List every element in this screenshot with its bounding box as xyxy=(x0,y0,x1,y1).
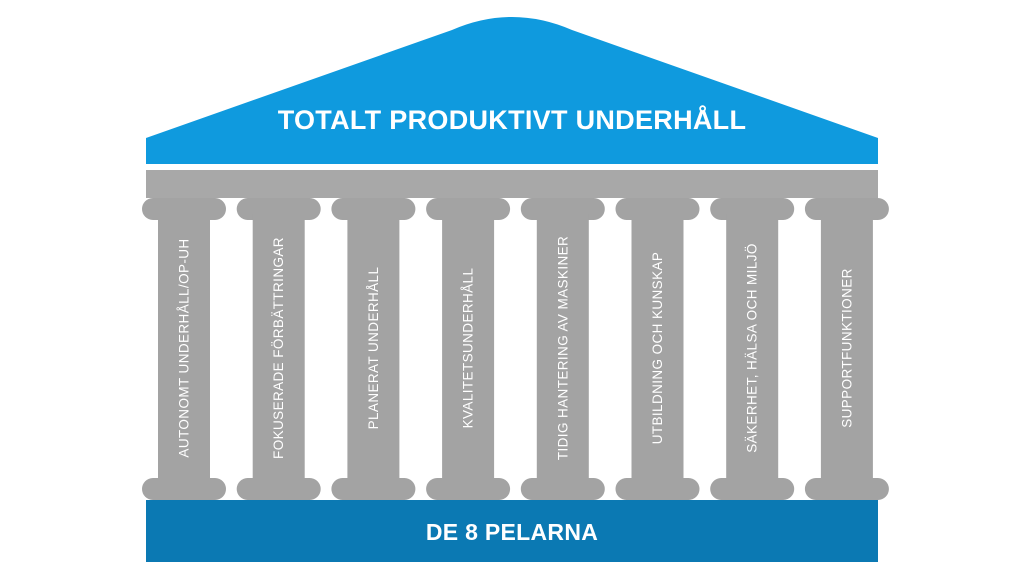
pillar-shaft xyxy=(726,214,779,486)
pillar-base xyxy=(426,478,511,500)
pillar-base xyxy=(710,478,795,500)
pillar: KVALITETSUNDERHÅLL xyxy=(426,198,511,500)
pillar: SÄKERHET, HÄLSA OCH MILJÖ xyxy=(710,198,795,500)
pillar-base xyxy=(615,478,700,500)
pillar-shaft xyxy=(347,214,400,486)
pillar-base xyxy=(520,478,605,500)
pillar-label: KVALITETSUNDERHÅLL xyxy=(461,268,476,429)
roof-title: TOTALT PRODUKTIVT UNDERHÅLL xyxy=(278,104,747,135)
pillar-shaft xyxy=(631,214,684,486)
pillar: FOKUSERADE FÖRBÄTTRINGAR xyxy=(236,198,321,500)
pillar-base xyxy=(236,478,321,500)
pillar: SUPPORTFUNKTIONER xyxy=(804,198,889,500)
base-band xyxy=(146,500,878,562)
pillar-label: SÄKERHET, HÄLSA OCH MILJÖ xyxy=(745,243,760,453)
architrave-beam xyxy=(146,170,878,198)
pillar-label: SUPPORTFUNKTIONER xyxy=(839,268,854,428)
pillar: TIDIG HANTERING AV MASKINER xyxy=(520,198,605,500)
pillar-base xyxy=(331,478,416,500)
pillar-label: PLANERAT UNDERHÅLL xyxy=(366,267,381,430)
pillar-shaft xyxy=(158,214,210,486)
roof xyxy=(146,17,878,164)
pillar-shaft xyxy=(820,214,873,486)
pillar-label: AUTONOMT UNDERHÅLL/OP-UH xyxy=(177,238,192,457)
pillar-base xyxy=(142,478,226,500)
pillar-shaft xyxy=(252,214,305,486)
pillars-group: AUTONOMT UNDERHÅLL/OP-UH FOKUSERADE FÖRBÄ… xyxy=(142,198,889,500)
pillar-label: UTBILDNING OCH KUNSKAP xyxy=(650,252,665,445)
pillar-label: FOKUSERADE FÖRBÄTTRINGAR xyxy=(271,237,286,459)
base-title: DE 8 PELARNA xyxy=(426,519,598,545)
pillar-label: TIDIG HANTERING AV MASKINER xyxy=(555,236,570,460)
pillar-base xyxy=(804,478,889,500)
pillar-shaft xyxy=(442,214,495,486)
pillar: PLANERAT UNDERHÅLL xyxy=(331,198,416,500)
pillar: UTBILDNING OCH KUNSKAP xyxy=(615,198,700,500)
pillar: AUTONOMT UNDERHÅLL/OP-UH xyxy=(142,198,226,500)
pillar-shaft xyxy=(536,214,589,486)
